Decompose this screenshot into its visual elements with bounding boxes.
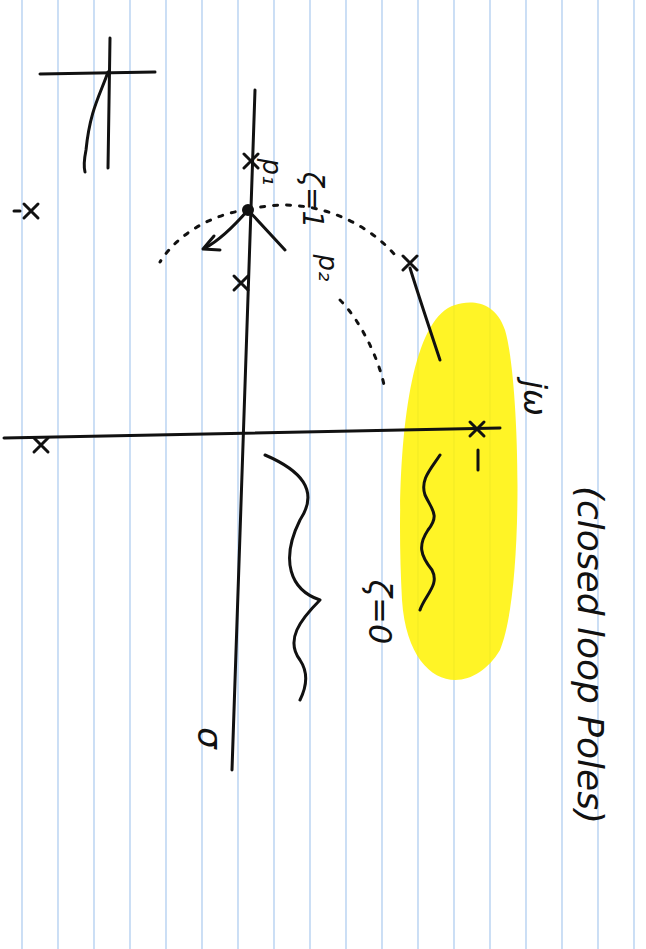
ruled-lines	[22, 0, 634, 949]
highlight	[400, 303, 517, 680]
pole-dot	[242, 204, 254, 216]
sketch-label: ζ=1	[298, 172, 326, 229]
imaginary-axis	[4, 428, 500, 438]
step-response	[84, 72, 108, 172]
sketch-label: σ	[193, 727, 227, 749]
note-text: (closed loop Poles)	[572, 486, 608, 824]
locus-arrow	[248, 210, 285, 250]
inset-axis	[40, 72, 155, 74]
locus-arrow	[205, 210, 248, 248]
decaying-oscillation	[265, 455, 320, 700]
sustained-oscillation	[420, 455, 440, 610]
dashed-arc	[160, 210, 248, 262]
pole-marks	[14, 154, 484, 452]
sketch-label: p₁	[259, 159, 285, 186]
real-axis	[232, 90, 255, 770]
dashed-arc	[340, 300, 385, 390]
arrow-head	[203, 236, 220, 250]
sketch-label: p₂	[315, 255, 341, 282]
locus-arrow	[410, 268, 440, 360]
sketch-label: jω	[519, 380, 551, 416]
tick	[477, 450, 480, 470]
sketch-label: ζ=0	[364, 580, 396, 645]
inset-axis	[108, 38, 110, 168]
